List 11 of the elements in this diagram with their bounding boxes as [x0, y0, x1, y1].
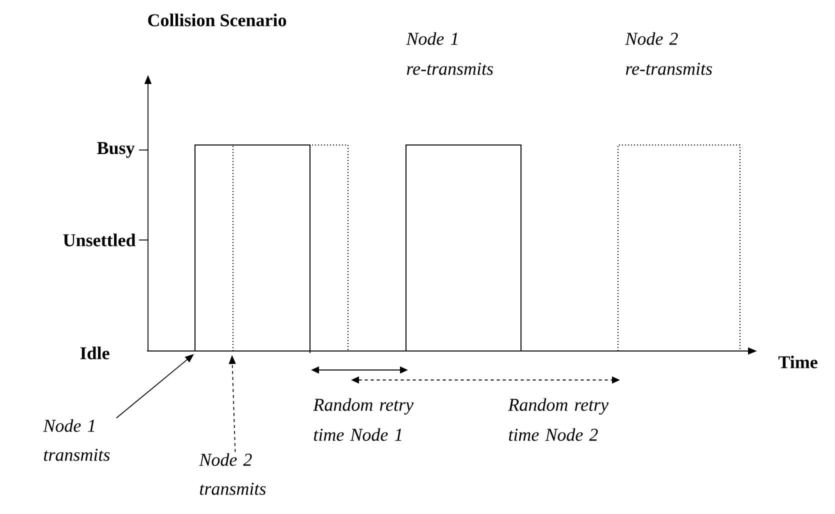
- title: Collision Scenario: [148, 14, 286, 26]
- axis-label: Busy: [97, 142, 135, 158]
- annotation-text: Node 1 transmits: [43, 419, 110, 461]
- axis-label: Time: [778, 356, 818, 368]
- axis-label: Idle: [80, 346, 110, 360]
- annotation-text: Node 1 re-transmits: [406, 32, 493, 75]
- axis-label: Unsettled: [63, 234, 136, 246]
- annotation-text: Node 2 re-transmits: [625, 32, 712, 75]
- annotation-text: Node 2 transmits: [199, 453, 266, 495]
- annotation-text: Random retry time Node 2: [508, 398, 609, 441]
- annotation-text: Random retry time Node 1: [313, 398, 414, 441]
